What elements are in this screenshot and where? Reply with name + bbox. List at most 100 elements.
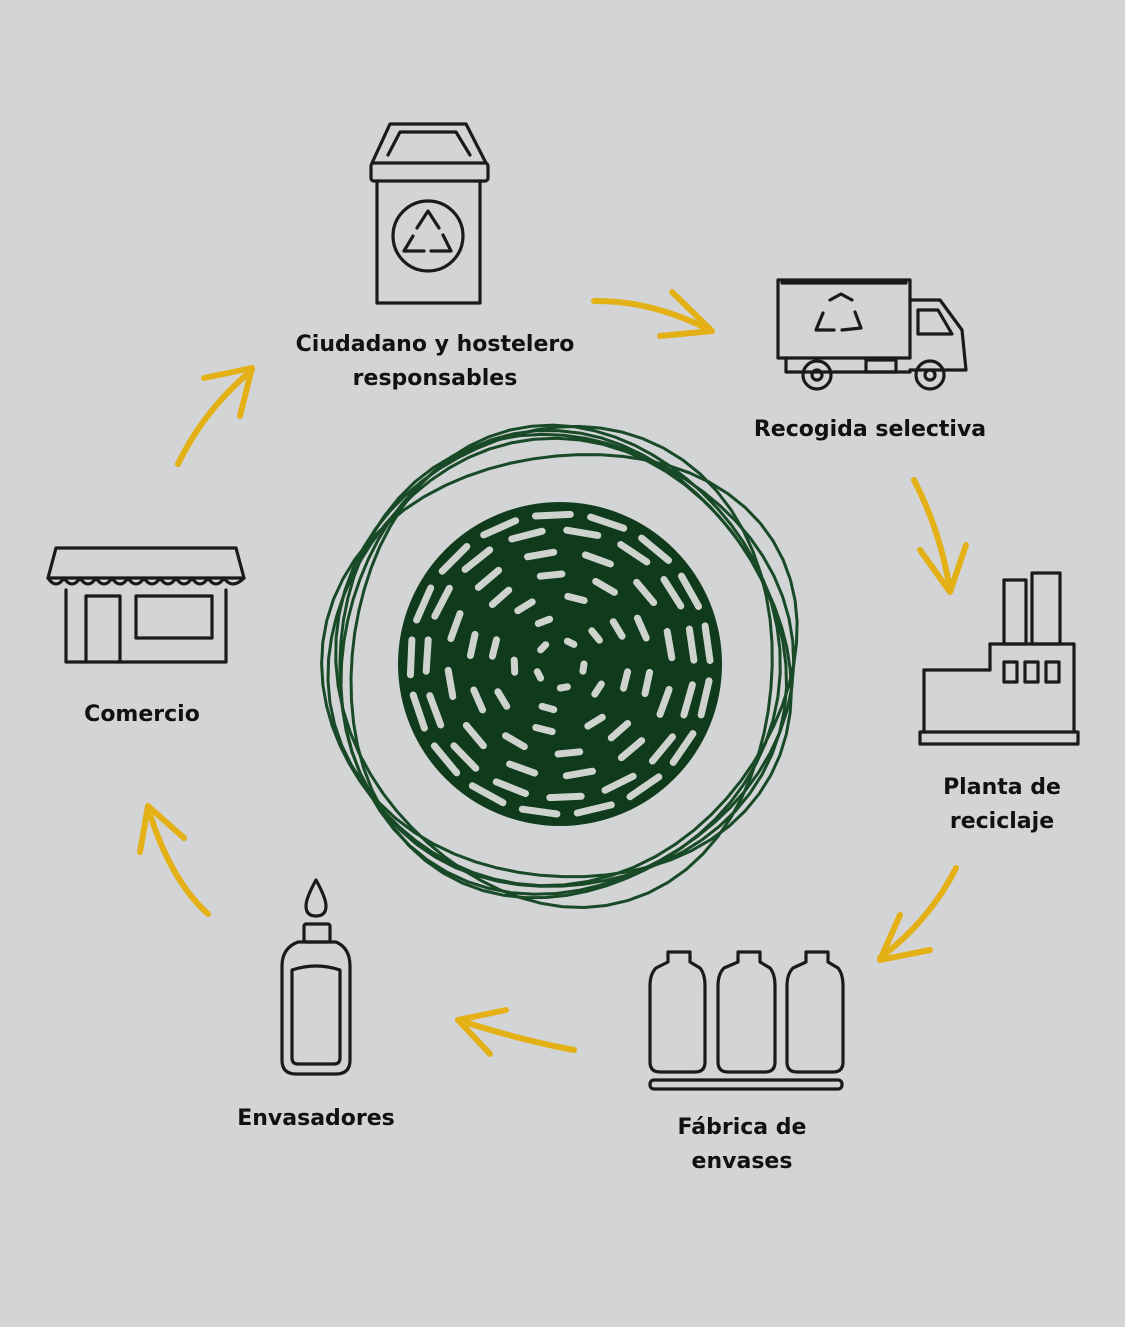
- globe-dash: [663, 628, 676, 662]
- globe-dash: [409, 691, 428, 732]
- globe-dash: [584, 713, 606, 730]
- globe-dash: [660, 576, 685, 610]
- factory-icon: [918, 571, 1080, 746]
- globe-dash: [536, 570, 566, 580]
- globe-disc: [398, 502, 722, 826]
- globe-dash: [680, 681, 696, 719]
- globe-dash: [466, 630, 479, 660]
- step-label-plant: Planta de reciclaje: [920, 771, 1084, 839]
- arrow-commerce-to-citizen: [175, 365, 255, 467]
- arrow-collection-to-plant: [911, 477, 969, 595]
- globe-dash: [406, 636, 416, 679]
- globe-dash: [506, 760, 539, 777]
- globe-dash: [492, 778, 529, 797]
- globe-dash: [701, 622, 714, 664]
- globe-dash: [564, 592, 588, 604]
- globe-dash: [461, 546, 494, 573]
- globe-dash: [581, 551, 614, 568]
- globe-dash: [573, 801, 615, 817]
- arrow-citizen-to-collection: [591, 289, 715, 339]
- step-label-line: reciclaje: [949, 809, 1055, 834]
- globe-dash: [554, 748, 584, 758]
- globe-dash: [438, 543, 471, 575]
- garbage-truck-icon: [776, 278, 968, 391]
- bottle-drop-icon: [280, 878, 352, 1076]
- step-label-commerce: Comercio: [62, 698, 222, 732]
- recycle-bin-icon: [369, 122, 490, 305]
- arrow-packers-to-commerce: [137, 803, 211, 917]
- globe-dash: [591, 680, 605, 698]
- globe-dash: [669, 730, 697, 766]
- globe-dash: [626, 773, 663, 801]
- globe-dash: [537, 641, 550, 654]
- globe-dash: [685, 625, 698, 664]
- globe-dash: [534, 615, 554, 627]
- globe-dash: [588, 627, 603, 644]
- globe-dash: [641, 668, 654, 698]
- globe-dash: [609, 618, 626, 640]
- globe-dash: [649, 733, 676, 765]
- globe-dash: [450, 742, 480, 772]
- globe-dash: [656, 685, 673, 718]
- globe-dash: [494, 688, 511, 710]
- globe-dash: [617, 541, 651, 566]
- globe-dash: [488, 586, 513, 608]
- globe-scribble: [320, 423, 799, 910]
- globe-dash: [633, 578, 658, 607]
- globe-dash: [447, 610, 464, 643]
- step-label-citizen: Ciudadano y hostelero responsables: [290, 328, 580, 396]
- globe-dash: [510, 656, 519, 676]
- globe-dash: [633, 614, 650, 642]
- globe-dash: [518, 805, 561, 818]
- globe-dash: [563, 637, 578, 648]
- step-label-line: envases: [691, 1149, 793, 1174]
- arrow-container-factory-to-packers: [455, 1007, 577, 1057]
- globe-dash: [444, 666, 457, 700]
- scribble-ring: [320, 453, 799, 888]
- arrow-plant-to-container-factory: [877, 865, 959, 963]
- shop-icon: [46, 546, 246, 664]
- step-label-line: Ciudadano y hostelero: [295, 332, 575, 357]
- globe-dash: [480, 517, 520, 539]
- globe-dash: [470, 686, 487, 714]
- globe-dash: [532, 724, 556, 736]
- globe-dash: [462, 721, 487, 750]
- globe-swirl-dashes: [406, 510, 714, 818]
- globe-dash: [592, 577, 618, 596]
- globe-dash: [579, 660, 588, 675]
- globe-dash: [538, 702, 558, 714]
- globe-dash: [502, 732, 528, 751]
- step-label-container-factory: Fábrica de envases: [652, 1111, 832, 1179]
- globe-dash: [532, 510, 574, 520]
- globe-dash: [413, 584, 435, 624]
- scribble-ring: [338, 432, 796, 896]
- globe-dash: [697, 677, 713, 719]
- globe-dash: [620, 668, 632, 692]
- globe-dash: [474, 566, 503, 591]
- step-label-line: Comercio: [84, 702, 200, 727]
- globe-dash: [563, 526, 602, 539]
- globe-dash: [430, 742, 461, 777]
- step-label-line: responsables: [352, 366, 518, 391]
- step-label-line: Planta de: [943, 775, 1061, 800]
- globe-dash: [556, 683, 571, 692]
- globe-dash: [546, 792, 585, 802]
- globe-dash: [514, 598, 536, 615]
- globe-dash: [524, 548, 558, 561]
- step-label-line: Recogida selectiva: [753, 417, 987, 442]
- globe: [320, 423, 799, 910]
- cycle-arrows: [137, 289, 969, 1057]
- step-label-collection: Recogida selectiva: [740, 413, 1000, 447]
- globe-dash: [533, 668, 545, 682]
- globe-dash: [488, 636, 500, 660]
- step-label-line: Fábrica de: [677, 1115, 807, 1140]
- globe-dash: [431, 584, 453, 620]
- globe-dash: [426, 692, 445, 729]
- globe-dash: [638, 534, 672, 564]
- globe-dash: [422, 636, 432, 675]
- globe-dash: [607, 720, 632, 742]
- globe-dash: [562, 767, 596, 780]
- globe-dash: [601, 772, 637, 794]
